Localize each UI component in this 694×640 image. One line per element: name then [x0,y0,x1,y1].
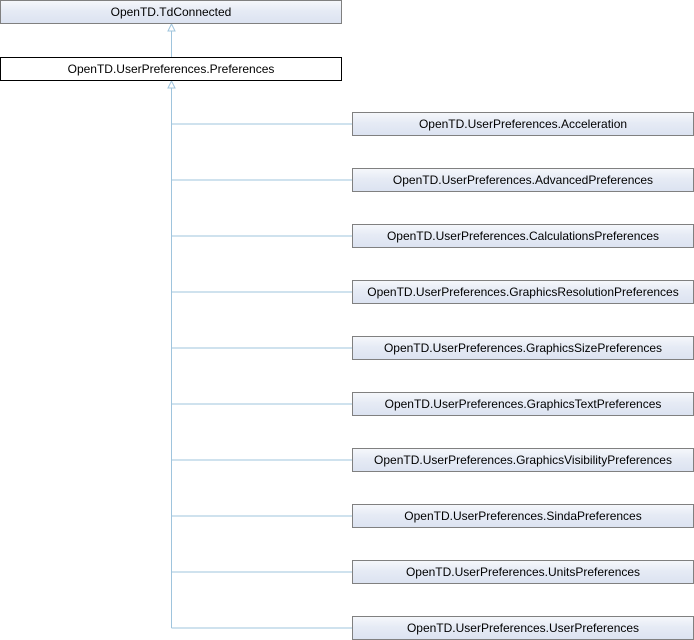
class-node-preferences: OpenTD.UserPreferences.Preferences [0,57,342,81]
class-node-calculations-preferences[interactable]: OpenTD.UserPreferences.CalculationsPrefe… [352,224,694,248]
class-node-tdconnected[interactable]: OpenTD.TdConnected [0,0,342,24]
class-node-units-preferences[interactable]: OpenTD.UserPreferences.UnitsPreferences [352,560,694,584]
class-node-graphics-size-preferences[interactable]: OpenTD.UserPreferences.GraphicsSizePrefe… [352,336,694,360]
edge-arrowhead [167,22,176,32]
class-node-advanced-preferences[interactable]: OpenTD.UserPreferences.AdvancedPreferenc… [352,168,694,192]
class-node-graphics-resolution-preferences[interactable]: OpenTD.UserPreferences.GraphicsResolutio… [352,280,694,304]
class-node-graphics-text-preferences[interactable]: OpenTD.UserPreferences.GraphicsTextPrefe… [352,392,694,416]
edge-arrowhead [167,79,176,89]
class-node-graphics-visibility-preferences[interactable]: OpenTD.UserPreferences.GraphicsVisibilit… [352,448,694,472]
class-node-acceleration[interactable]: OpenTD.UserPreferences.Acceleration [352,112,694,136]
class-node-user-preferences[interactable]: OpenTD.UserPreferences.UserPreferences [352,616,694,640]
class-node-sinda-preferences[interactable]: OpenTD.UserPreferences.SindaPreferences [352,504,694,528]
